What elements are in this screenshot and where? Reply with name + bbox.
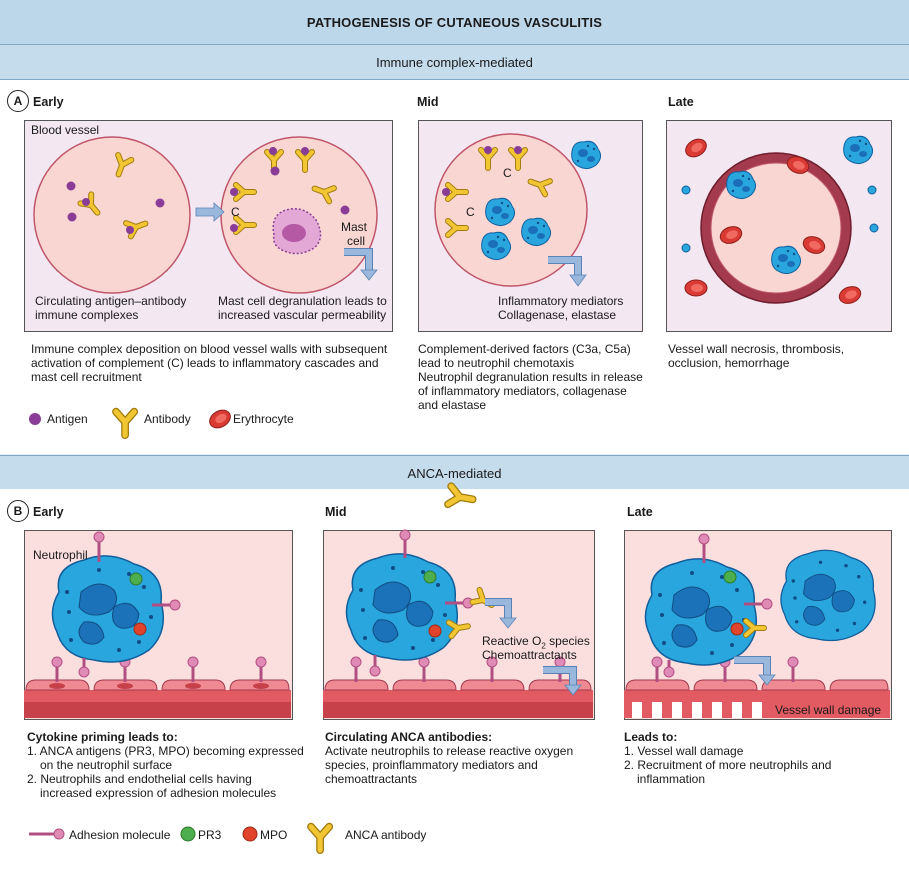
complement-label-early: C <box>231 205 240 219</box>
b-early-head: Cytokine priming leads to: <box>27 730 178 744</box>
section-b-letter: B <box>7 500 29 522</box>
legend-antigen: Antigen <box>47 412 88 426</box>
a-early-caption-left-1: Circulating antigen–antibody <box>35 294 187 308</box>
figure-title: PATHOGENESIS OF CUTANEOUS VASCULITIS <box>0 0 909 45</box>
stage-a-late: Late <box>668 95 694 109</box>
pr3-icon <box>180 826 196 842</box>
a-early-caption-right-1: Mast cell degranulation leads to <box>218 294 387 308</box>
a-early-caption-left-2: immune complexes <box>35 308 139 322</box>
blood-vessel-label: Blood vessel <box>31 123 100 137</box>
neutrophil-label: Neutrophil <box>33 548 88 562</box>
antigen-icon <box>29 413 41 425</box>
anca-antibody-icon <box>311 827 329 850</box>
adhesion-molecule-icon <box>29 828 65 840</box>
vessel-wall-damage-label: Vessel wall damage <box>775 703 882 717</box>
b-early-item-2a: 2. Neutrophils and endothelial cells hav… <box>27 772 252 786</box>
a-early-illustration <box>33 136 378 294</box>
a-legend-icons <box>29 406 235 440</box>
stage-b-mid: Mid <box>325 505 347 519</box>
b-mid-desc-3: chemoattractants <box>325 772 418 786</box>
b-early-item-1b: on the neutrophil surface <box>40 758 173 772</box>
b-mid-desc-2: species, proinflammatory mediators and <box>325 758 538 772</box>
mpo-icon <box>242 826 258 842</box>
erythrocyte-icon <box>205 406 235 432</box>
b-mid-illustration <box>323 530 593 718</box>
stage-b-late: Late <box>627 505 653 519</box>
a-early-caption-right-2: increased vascular permeability <box>218 308 387 322</box>
a-mid-mediators-2: Collagenase, elastase <box>498 308 617 322</box>
a-mid-mediators-1: Inflammatory mediators <box>498 294 624 308</box>
b-early-item-2b: increased expression of adhesion molecul… <box>40 786 277 800</box>
a-mid-desc-1: Complement-derived factors (C3a, C5a) <box>418 342 631 356</box>
mast-cell-label-2: cell <box>347 234 366 248</box>
antibody-icon <box>116 412 134 435</box>
a-mid-desc-3: Neutrophil degranulation results in rele… <box>418 370 643 384</box>
a-mid-illustration <box>434 133 602 287</box>
a-early-desc-3: mast cell recruitment <box>31 370 142 384</box>
a-mid-desc-2: lead to neutrophil chemotaxis <box>418 356 575 370</box>
b-late-item-2a: 2. Recruitment of more neutrophils and <box>624 758 832 772</box>
mast-cell-label-1: Mast <box>341 220 368 234</box>
b-legend-icons <box>29 815 445 855</box>
legend-erythrocyte: Erythrocyte <box>233 412 294 426</box>
stage-b-early: Early <box>33 505 64 519</box>
b-late-illustration <box>624 533 890 718</box>
legend-antibody: Antibody <box>144 412 191 426</box>
a-late-desc-2: occlusion, hemorrhage <box>668 356 790 370</box>
b-early-illustration <box>24 531 291 718</box>
stage-a-early: Early <box>33 95 64 109</box>
b-late-item-1: 1. Vessel wall damage <box>624 744 744 758</box>
a-mid-desc-5: and elastase <box>418 398 487 412</box>
section-a-letter: A <box>7 90 29 112</box>
a-late-desc-1: Vessel wall necrosis, thrombosis, <box>668 342 845 356</box>
a-early-desc-2: activation of complement (C) leads to in… <box>31 356 379 370</box>
legend-mpo: MPO <box>260 828 288 842</box>
b-mid-head: Circulating ANCA antibodies: <box>325 730 493 744</box>
legend-anca: ANCA antibody <box>345 828 427 842</box>
reactive-oxygen-label: Reactive O2 species <box>482 634 590 651</box>
a-mid-desc-4: of inflammatory mediators, collagenase <box>418 384 627 398</box>
complement-label-mid-2: C <box>466 205 475 219</box>
stage-a-mid: Mid <box>417 95 439 109</box>
a-late-illustration <box>681 135 879 307</box>
b-late-head: Leads to: <box>624 730 678 744</box>
chemoattractants-label: Chemoattractants <box>482 648 577 662</box>
section-a-header: Immune complex-mediated <box>0 44 909 80</box>
complement-label-mid-1: C <box>503 166 512 180</box>
b-early-item-1a: 1. ANCA antigens (PR3, MPO) becoming exp… <box>27 744 304 758</box>
legend-pr3: PR3 <box>198 828 222 842</box>
legend-adhesion: Adhesion molecule <box>69 828 171 842</box>
b-late-item-2b: inflammation <box>637 772 706 786</box>
b-mid-desc-1: Activate neutrophils to release reactive… <box>325 744 574 758</box>
a-early-desc-1: Immune complex deposition on blood vesse… <box>31 342 388 356</box>
